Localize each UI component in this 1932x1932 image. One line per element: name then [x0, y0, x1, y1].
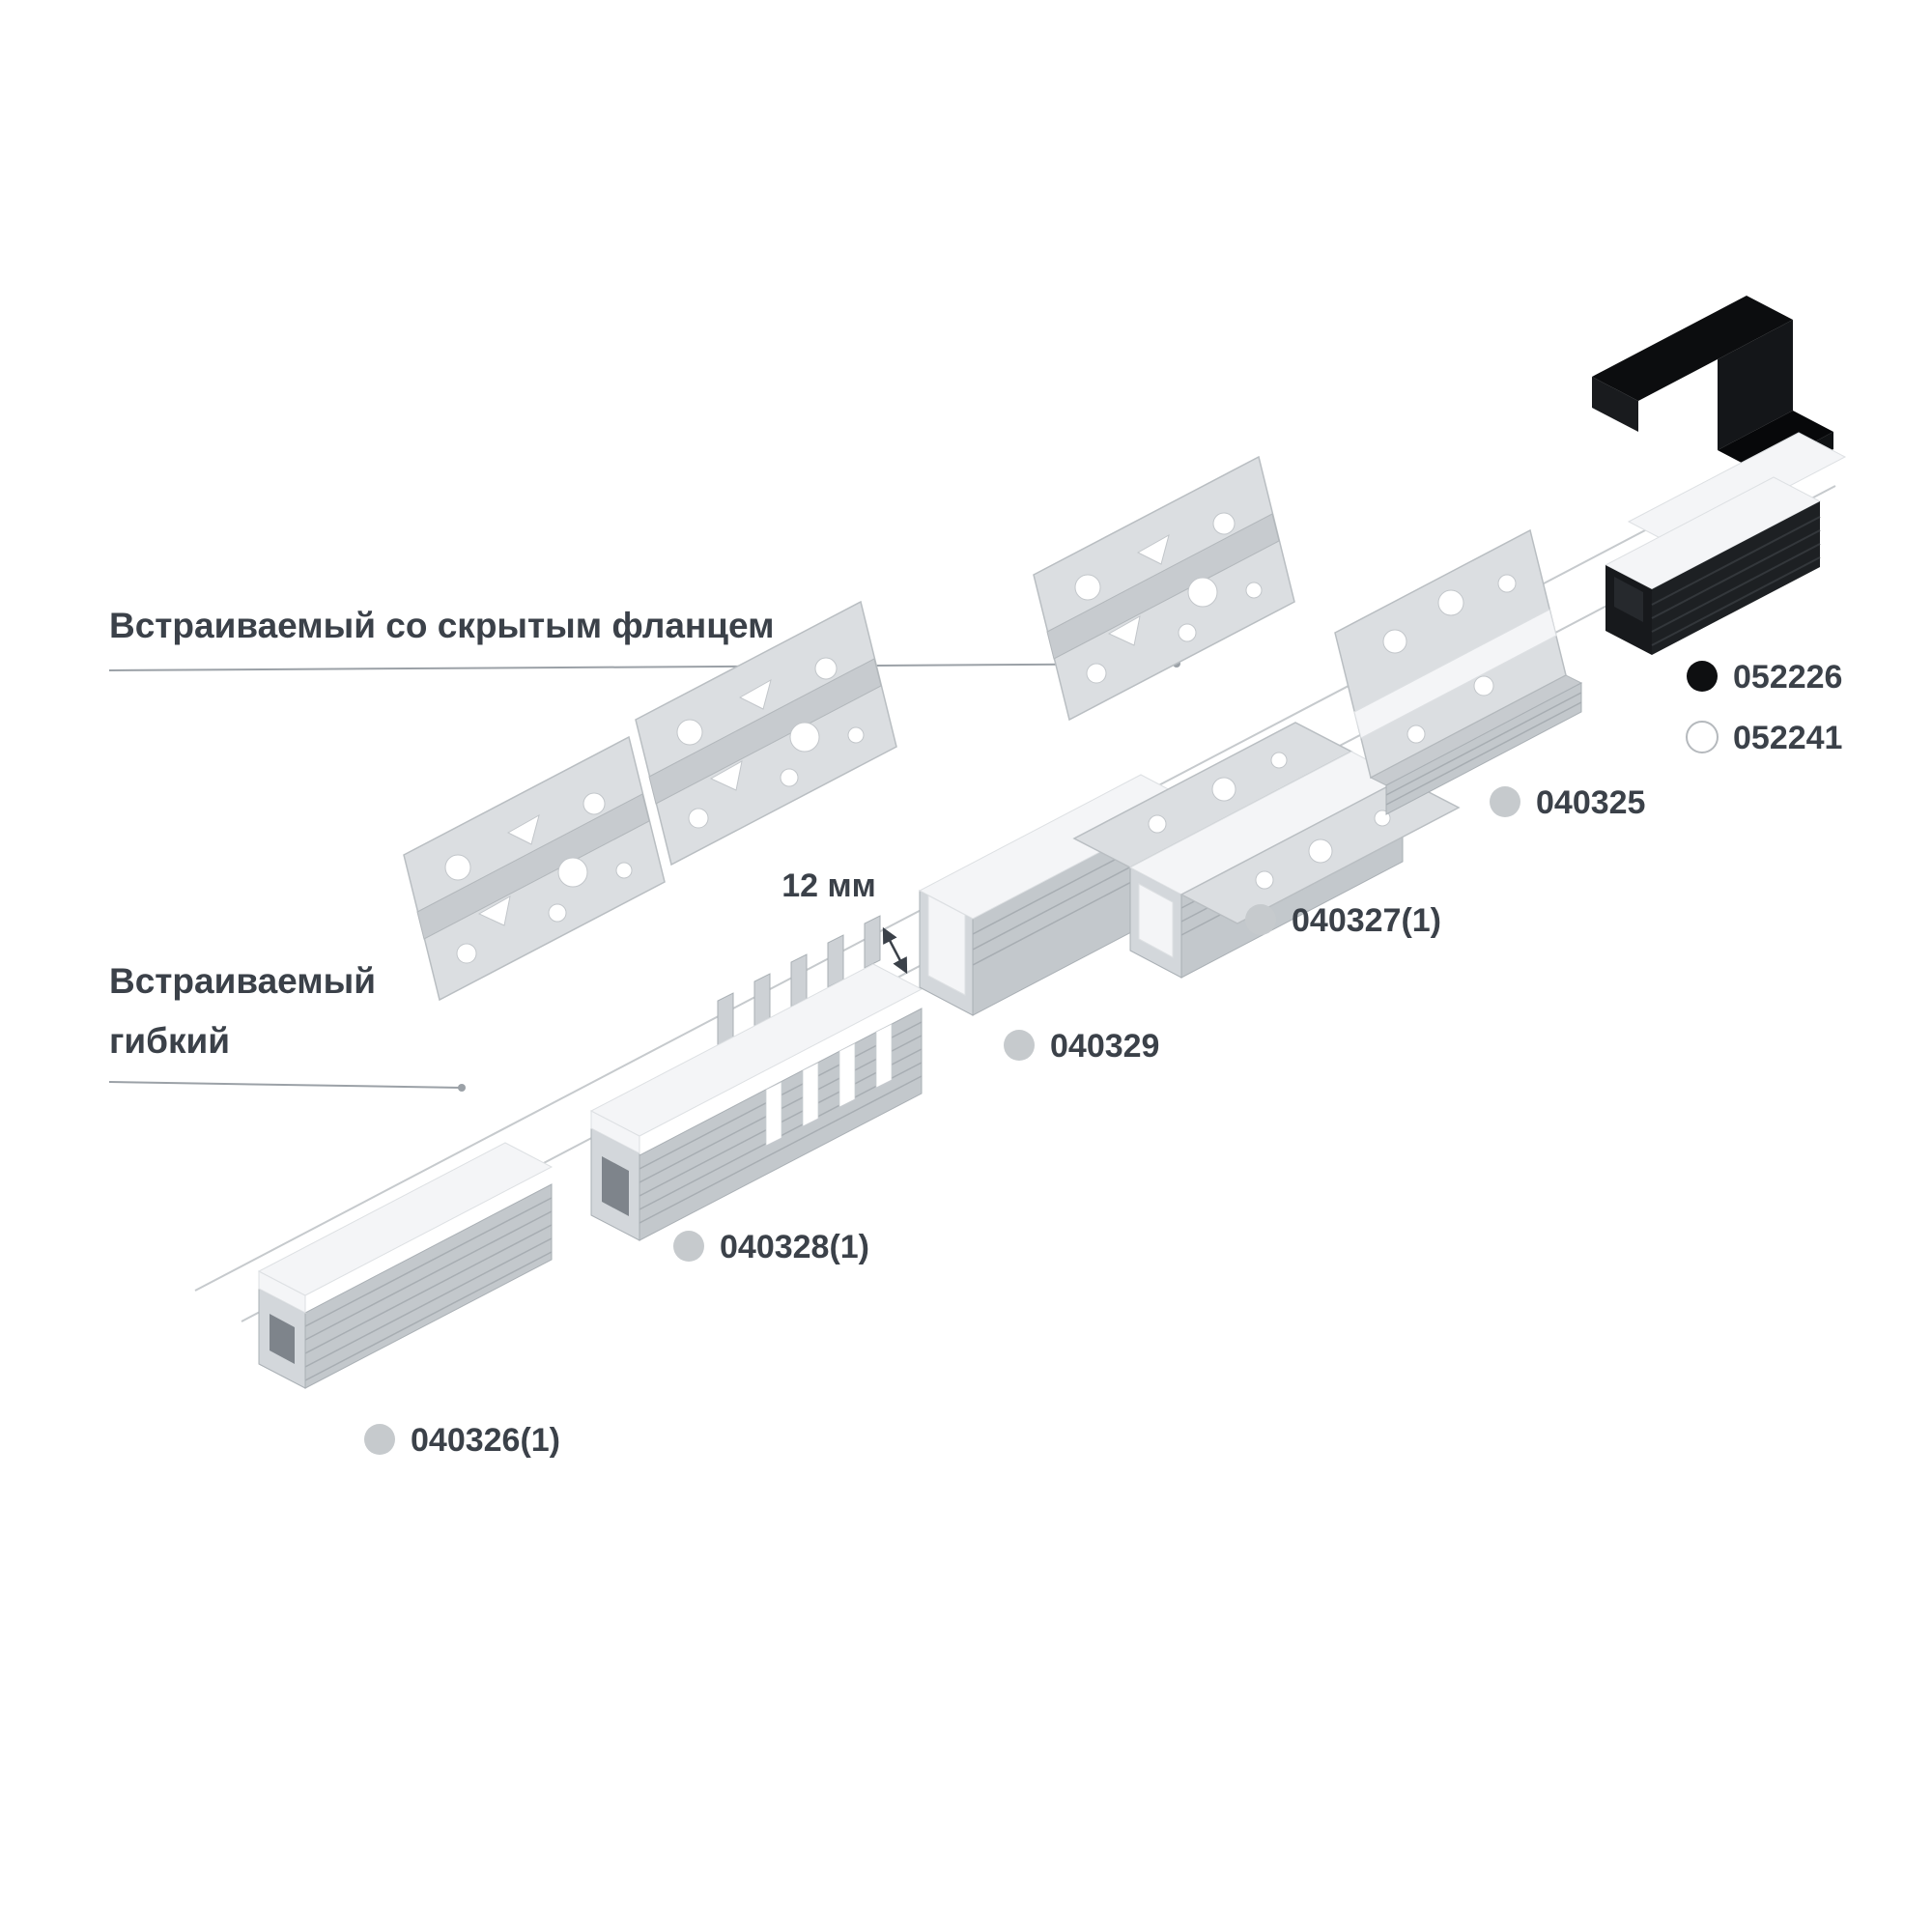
- diffuser-top: [589, 963, 923, 1137]
- diffuser-band: [1353, 609, 1557, 739]
- profile-040329-illustration: [918, 774, 1196, 1016]
- product-code-040329: 040329: [1050, 1028, 1159, 1065]
- product-code-052241: 052241: [1733, 720, 1842, 756]
- legend-dot-052226: [1687, 661, 1718, 692]
- comb-fin: [790, 953, 808, 1008]
- diffuser-front: [1138, 883, 1174, 958]
- legend-dot-040327: [1245, 904, 1276, 935]
- heading-hidden-flange: Встраиваемый со скрытым фланцем: [109, 606, 774, 645]
- flange-plate-3: [1033, 455, 1295, 722]
- plate-channel: [648, 658, 882, 805]
- front-cavity: [602, 1156, 629, 1216]
- label-040325: 040325: [1490, 784, 1645, 821]
- product-code-040326: 040326(1): [411, 1422, 560, 1459]
- legend-dot-052241: [1686, 721, 1719, 753]
- perforation-triangle-holes: [1107, 533, 1170, 646]
- fin-grooves: [1651, 516, 1821, 646]
- dimension-label: 12 мм: [781, 867, 876, 904]
- perforation-triangle-holes: [477, 813, 540, 926]
- legend-dot-040329: [1004, 1030, 1035, 1061]
- heading-flexible-line1: Встраиваемый: [109, 961, 376, 1001]
- legend-dot-040326: [364, 1424, 395, 1455]
- perforation-holes: [676, 657, 865, 829]
- heading-flexible-line2: гибкий: [109, 1021, 230, 1061]
- hidden-flange-leader-line: [108, 663, 1178, 671]
- perforation-holes: [1382, 574, 1544, 744]
- product-code-040327: 040327(1): [1292, 902, 1441, 939]
- dimension-12mm: 12 мм: [781, 867, 908, 975]
- label-040326: 040326(1): [364, 1422, 560, 1459]
- perforation-holes: [1074, 512, 1263, 684]
- label-040328: 040328(1): [673, 1229, 869, 1265]
- profile-052226-black-flange: [1592, 296, 1833, 489]
- product-code-052226: 052226: [1733, 659, 1842, 696]
- legend-dot-040328: [673, 1231, 704, 1262]
- flexible-leader-dot: [458, 1084, 466, 1092]
- front-cavity: [270, 1314, 295, 1364]
- flex-slot: [838, 1042, 856, 1108]
- flange-top-face: [1592, 296, 1793, 401]
- fin-grooves: [304, 1197, 553, 1381]
- product-code-040325: 040325: [1536, 784, 1645, 821]
- flange-lip: [1718, 411, 1833, 471]
- profile-052226-black-body: [1604, 476, 1822, 655]
- plate-channel: [1046, 513, 1280, 660]
- label-052241: 052241: [1686, 720, 1842, 756]
- profile-040326-illustration: [257, 1142, 554, 1389]
- flange-web: [1718, 320, 1793, 450]
- profile-040328-illustration: [589, 915, 923, 1241]
- diffuser-top: [257, 1142, 554, 1296]
- flange-plate-1: [403, 735, 666, 1002]
- perforation-triangle-holes: [709, 678, 772, 791]
- flex-slot: [802, 1062, 819, 1127]
- front-cavity: [1614, 577, 1643, 622]
- callout-flexible: [108, 1081, 466, 1092]
- comb-fin: [717, 992, 734, 1046]
- far-wing-holes: [1148, 752, 1288, 834]
- flex-slot: [875, 1023, 893, 1089]
- legend-dot-040325: [1490, 786, 1520, 817]
- flexible-leader-line: [108, 1081, 463, 1089]
- plate-channel: [416, 793, 650, 940]
- flex-slot: [765, 1081, 782, 1147]
- perforation-holes: [444, 792, 633, 964]
- callout-hidden-flange: [108, 660, 1180, 671]
- product-code-040328: 040328(1): [720, 1229, 869, 1265]
- comb-fin: [864, 915, 881, 969]
- label-052226: 052226: [1687, 659, 1842, 696]
- profile-040325-illustration: [1334, 528, 1583, 815]
- comb-fin: [753, 973, 771, 1027]
- label-040329: 040329: [1004, 1028, 1159, 1065]
- flange-front-edge: [1592, 377, 1638, 432]
- label-040327: 040327(1): [1245, 902, 1441, 939]
- profile-040327-illustration: [1072, 722, 1461, 979]
- dimension-arrow: [882, 926, 908, 975]
- channel-grooves: [1385, 692, 1582, 806]
- comb-fin: [827, 934, 844, 988]
- flange-plate-2: [635, 600, 897, 867]
- near-wing-holes: [1255, 810, 1391, 890]
